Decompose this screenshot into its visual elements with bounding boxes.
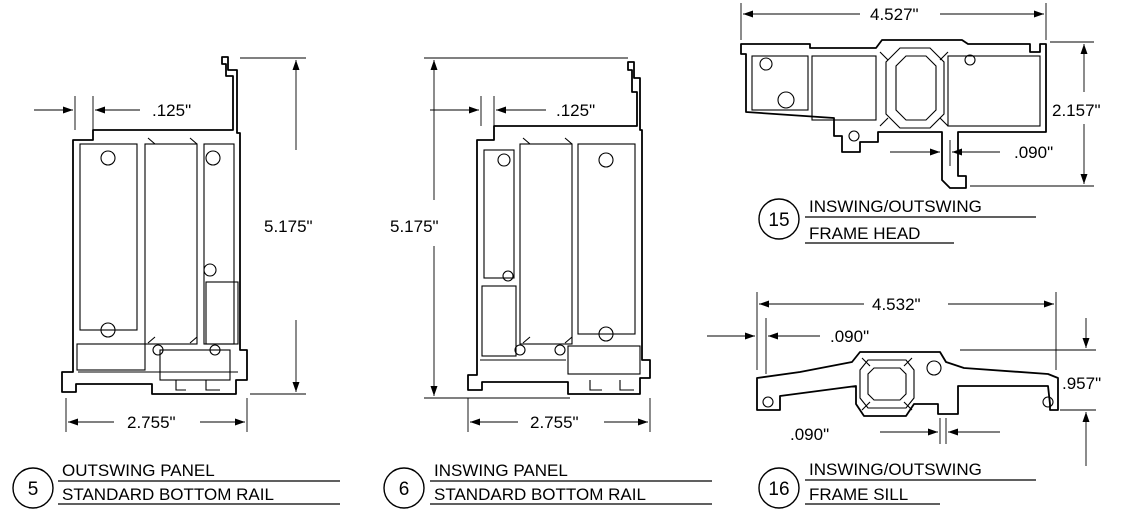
detail-15-caption-line1: INSWING/OUTSWING	[809, 197, 982, 216]
detail-6-caption-line1: INSWING PANEL	[434, 461, 568, 480]
detail-15-frame-head: 4.527" 2.157" .090" 15 INSWING/OUTSWING …	[740, 3, 1101, 244]
detail-5-number: 5	[28, 479, 39, 500]
detail-6-label: 6 INSWING PANEL STANDARD BOTTOM RAIL	[383, 461, 712, 509]
detail-5-dim-width: 2.755"	[127, 413, 176, 432]
detail-16-caption-line2: FRAME SILL	[809, 485, 908, 504]
detail-5-dimensions: .125" 5.175" 2.755"	[34, 57, 313, 432]
detail-6-dim-height: 5.175"	[390, 217, 439, 236]
detail-16-profile-drawing	[756, 351, 1059, 417]
detail-16-caption-line1: INSWING/OUTSWING	[809, 460, 982, 479]
detail-5-caption-line1: OUTSWING PANEL	[62, 461, 215, 480]
detail-6-number-bubble	[383, 467, 425, 509]
detail-16-number-bubble	[758, 467, 800, 509]
detail-16-dimensions: 4.532" .090" .957" .090"	[707, 292, 1101, 466]
detail-16-number: 16	[768, 479, 789, 500]
detail-5-outswing-panel: .125" 5.175" 2.755" 5 OUTSWING PANEL STA…	[12, 56, 340, 509]
detail-6-inswing-panel: .125" 5.175" 2.755" 6 INSWING PANEL STAN…	[383, 57, 712, 509]
detail-5-dim-height: 5.175"	[264, 217, 313, 236]
detail-15-label: 15 INSWING/OUTSWING FRAME HEAD	[758, 197, 1036, 244]
detail-15-number-bubble	[758, 198, 800, 240]
detail-16-frame-sill: 4.532" .090" .957" .090" 16 INSWING/OUTS…	[707, 292, 1101, 509]
detail-16-dim-height: .957"	[1062, 374, 1101, 393]
detail-5-caption-line2: STANDARD BOTTOM RAIL	[62, 485, 274, 504]
detail-6-dim-width: 2.755"	[530, 413, 579, 432]
detail-6-number: 6	[399, 479, 410, 500]
detail-16-label: 16 INSWING/OUTSWING FRAME SILL	[758, 460, 1036, 509]
detail-5-label: 5 OUTSWING PANEL STANDARD BOTTOM RAIL	[12, 461, 340, 509]
detail-15-dim-width: 4.527"	[870, 5, 919, 24]
detail-5-number-bubble	[12, 467, 54, 509]
detail-16-dim-wall-bottom: .090"	[790, 425, 829, 444]
detail-15-dimensions: 4.527" 2.157" .090"	[740, 3, 1101, 187]
detail-6-dimensions: .125" 5.175" 2.755"	[390, 57, 651, 432]
detail-6-dim-wall: .125"	[556, 101, 595, 120]
detail-16-dim-width: 4.532"	[872, 295, 921, 314]
detail-6-caption-line2: STANDARD BOTTOM RAIL	[434, 485, 646, 504]
detail-16-dim-wall-top: .090"	[830, 327, 869, 346]
detail-6-profile-drawing	[467, 61, 651, 395]
detail-15-dim-wall: .090"	[1014, 143, 1053, 162]
detail-5-profile-drawing	[61, 56, 248, 395]
detail-15-profile-drawing	[740, 39, 1047, 189]
detail-5-dim-wall: .125"	[152, 101, 191, 120]
detail-15-caption-line2: FRAME HEAD	[809, 224, 920, 243]
detail-15-dim-height: 2.157"	[1052, 101, 1101, 120]
detail-15-number: 15	[768, 210, 789, 231]
